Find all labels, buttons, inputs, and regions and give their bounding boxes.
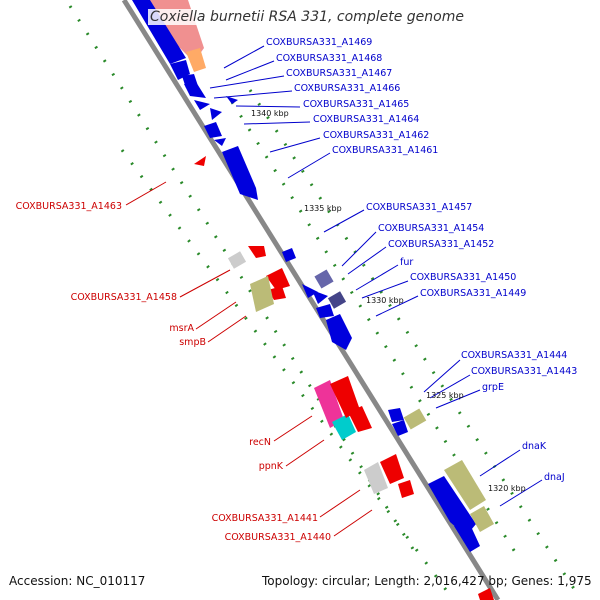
cds-a1441: [380, 454, 404, 484]
gene-label-forward[interactable]: fur: [400, 257, 413, 268]
cds-smpb: [268, 286, 286, 300]
scale-label: 1330 kbp: [366, 296, 404, 305]
accession-text: Accession: NC_010117: [9, 574, 146, 588]
scale-label: 1325 kbp: [426, 391, 464, 400]
gene-label-reverse[interactable]: ppnK: [259, 461, 284, 472]
gene-label-forward[interactable]: COXBURSA331_A1454: [378, 223, 484, 234]
reverse-leader-lines: [125, 181, 373, 537]
gene-label-forward[interactable]: COXBURSA331_A1467: [286, 68, 392, 79]
scale-label: 1335 kbp: [304, 204, 342, 213]
gene-label-forward[interactable]: COXBURSA331_A1443: [471, 366, 577, 377]
gene-label-reverse[interactable]: COXBURSA331_A1441: [212, 513, 318, 524]
gene-label-forward[interactable]: COXBURSA331_A1466: [294, 83, 400, 94]
gene-label-reverse[interactable]: COXBURSA331_A1440: [225, 532, 331, 543]
gene-label-forward[interactable]: COXBURSA331_A1457: [366, 202, 472, 213]
cds-ppnk: [348, 406, 372, 432]
genome-summary-text: Topology: circular; Length: 2,016,427 bp…: [262, 574, 592, 588]
gene-label-forward[interactable]: grpE: [482, 382, 504, 393]
gene-label-reverse[interactable]: smpB: [179, 337, 206, 348]
cds-ppnk-cyan: [332, 414, 356, 440]
gene-label-forward[interactable]: COXBURSA331_A1449: [420, 288, 526, 299]
gene-label-forward[interactable]: dnaK: [522, 441, 547, 452]
cds-a1454: [314, 269, 334, 289]
map-title: Coxiella burnetii RSA 331, complete geno…: [148, 9, 466, 25]
cds-a1449a: [316, 304, 334, 318]
cds-msra: [266, 268, 290, 290]
cds-a1458: [248, 246, 266, 258]
cds-a1457: [282, 248, 296, 262]
cds-khaki-2: [444, 460, 486, 510]
cds-a1444: [388, 408, 404, 422]
cds-a1461: [222, 146, 258, 200]
cds-a1462: [204, 122, 222, 138]
cds-a1465: [194, 100, 210, 110]
gene-label-forward[interactable]: dnaJ: [544, 472, 565, 483]
cds-a1468: [170, 60, 190, 80]
cds-a1466: [184, 82, 206, 98]
cds-grpe: [403, 408, 427, 430]
cds-fur: [302, 284, 318, 298]
forward-leader-lines: [209, 45, 543, 507]
gene-label-reverse[interactable]: COXBURSA331_A1458: [71, 292, 177, 303]
cds-khaki-3: [470, 506, 494, 532]
cds-a1443: [392, 420, 408, 436]
cds-grey-box: [227, 251, 247, 269]
gene-label-forward[interactable]: COXBURSA331_A1452: [388, 239, 494, 250]
feature-salmon-small: [186, 48, 206, 72]
gene-label-forward[interactable]: COXBURSA331_A1444: [461, 350, 567, 361]
cds-a1452: [312, 290, 328, 304]
cds-a1449: [326, 314, 352, 350]
cds-a1450: [327, 291, 347, 309]
cds-recn-pink: [314, 380, 344, 428]
cds-dnaj: [454, 520, 480, 552]
cds-grey-2: [364, 462, 388, 494]
cds-a1462b: [214, 138, 226, 146]
gene-label-reverse[interactable]: msrA: [169, 323, 194, 334]
cds-fwd-small-1: [226, 96, 238, 104]
gene-label-reverse[interactable]: recN: [249, 437, 271, 448]
scale-label: 1340 kbp: [251, 109, 289, 118]
gene-label-forward[interactable]: COXBURSA331_A1462: [323, 130, 429, 141]
cds-bottom-red: [478, 588, 494, 600]
cds-a1463: [194, 156, 206, 166]
cds-a1464: [210, 108, 222, 120]
scale-label: 1320 kbp: [488, 484, 526, 493]
gene-label-forward[interactable]: COXBURSA331_A1465: [303, 99, 409, 110]
gene-label-forward[interactable]: COXBURSA331_A1464: [313, 114, 419, 125]
cds-recn: [330, 376, 360, 418]
cds-a1440: [398, 480, 414, 498]
genome-backbone: [121, 0, 501, 600]
gene-label-forward[interactable]: COXBURSA331_A1461: [332, 145, 438, 156]
cds-khaki-1: [250, 276, 274, 312]
cds-dnak: [428, 476, 476, 536]
gene-label-forward[interactable]: COXBURSA331_A1469: [266, 37, 372, 48]
gene-label-forward[interactable]: COXBURSA331_A1468: [276, 53, 382, 64]
gene-label-forward[interactable]: COXBURSA331_A1450: [410, 272, 516, 283]
cds-a1469: [132, 0, 186, 64]
gene-label-reverse[interactable]: COXBURSA331_A1463: [16, 201, 122, 212]
